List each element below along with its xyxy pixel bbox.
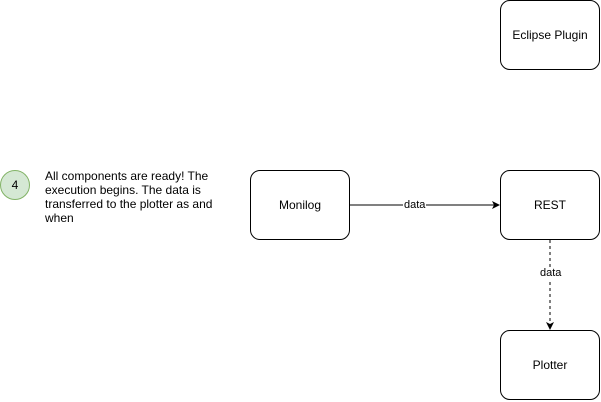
node-plotter-label: Plotter	[532, 358, 568, 372]
node-eclipse-plugin[interactable]: Eclipse Plugin	[500, 0, 600, 70]
node-rest[interactable]: REST	[500, 170, 600, 240]
step-number: 4	[11, 178, 19, 192]
step-number-badge: 4	[0, 170, 30, 200]
node-monilog[interactable]: Monilog	[250, 170, 350, 240]
step-description: All components are ready! The execution …	[45, 169, 213, 225]
node-plotter[interactable]: Plotter	[500, 330, 600, 400]
edge-label-rest-plotter: data	[539, 267, 563, 279]
node-eclipse-plugin-label: Eclipse Plugin	[512, 28, 588, 42]
node-rest-label: REST	[533, 198, 566, 212]
node-monilog-label: Monilog	[278, 198, 322, 212]
edge-label-monilog-rest: data	[403, 199, 427, 211]
